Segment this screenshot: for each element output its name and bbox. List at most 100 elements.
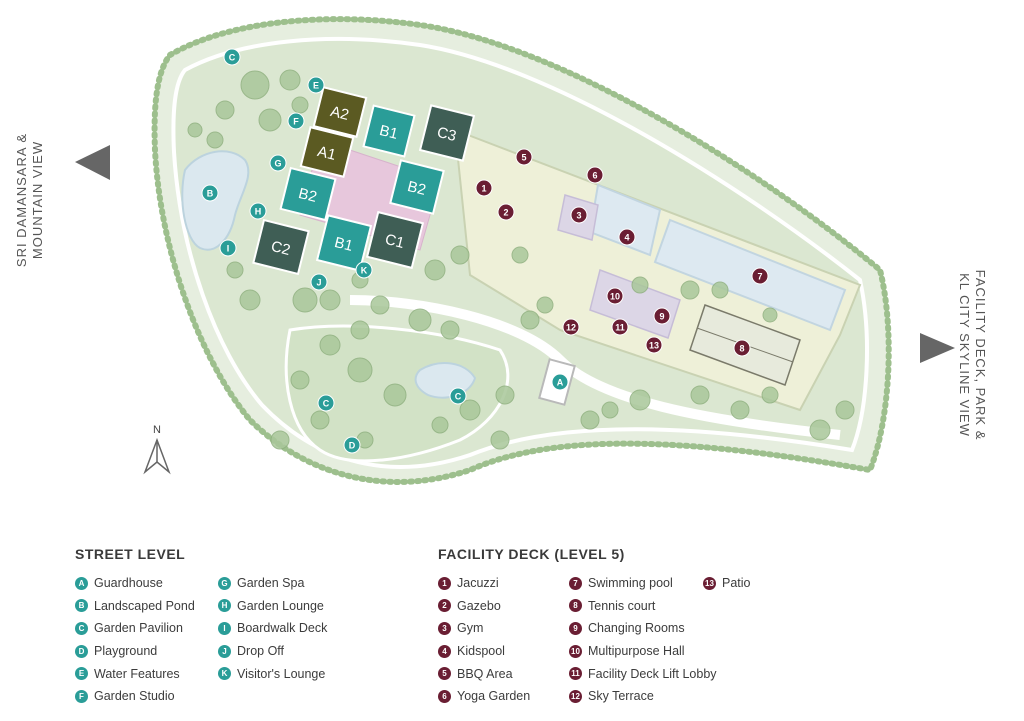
map-marker: G [269, 154, 287, 172]
legend-marker: E [75, 667, 88, 681]
tree [290, 370, 310, 390]
map-marker: D [343, 436, 361, 454]
map-marker-label: F [293, 117, 299, 127]
tree [291, 96, 309, 114]
swimming-pool [653, 218, 847, 332]
legend-label: Garden Spa [237, 576, 305, 591]
legend-label: Gazebo [457, 598, 501, 613]
map-marker: 7 [751, 267, 769, 285]
building-block: C1 [365, 210, 425, 270]
left-direction-line-1: SRI DAMANSARA & [14, 132, 29, 268]
tree [258, 108, 282, 132]
tree [490, 430, 510, 450]
tree [240, 70, 270, 100]
tree [762, 307, 778, 323]
tree [350, 320, 370, 340]
building-block-shape [252, 218, 310, 276]
tree [319, 289, 341, 311]
legend-label: Facility Deck Lift Lobby [588, 666, 717, 681]
map-marker-dot [570, 206, 588, 224]
map-marker-dot [562, 318, 580, 336]
tree-layer [187, 69, 855, 450]
tree [319, 334, 341, 356]
map-marker: 6 [586, 166, 604, 184]
legend-marker: 12 [569, 689, 582, 703]
tree [310, 410, 330, 430]
map-marker-dot [317, 394, 335, 412]
map-marker-dot [343, 436, 361, 454]
legend-marker: 11 [569, 667, 582, 681]
map-marker-label: 4 [624, 233, 629, 243]
map-marker: C [449, 387, 467, 405]
tree [279, 69, 301, 91]
map-marker-label: 2 [503, 208, 508, 218]
legend-marker: H [218, 599, 231, 613]
legend-marker: A [75, 576, 88, 590]
map-marker-label: G [274, 159, 281, 169]
building-block-label: C3 [435, 124, 458, 145]
legend-marker: 5 [438, 667, 451, 681]
tree [215, 100, 235, 120]
tree [580, 410, 600, 430]
facility-deck-title: FACILITY DECK (LEVEL 5) [438, 546, 625, 562]
legend-marker: C [75, 621, 88, 635]
legend-label: Guardhouse [94, 576, 163, 591]
map-marker: K [355, 261, 373, 279]
map-marker-label: 5 [521, 153, 526, 163]
map-marker-dot [618, 228, 636, 246]
legend-label: Yoga Garden [457, 689, 531, 704]
map-marker: C [317, 394, 335, 412]
map-marker: 13 [645, 336, 663, 354]
map-marker: 4 [618, 228, 636, 246]
map-marker-dot [551, 373, 569, 391]
building-block: B1 [362, 104, 416, 158]
map-marker: E [307, 76, 325, 94]
map-marker: H [249, 202, 267, 220]
building-block-shape [279, 166, 337, 222]
legend-item: 11 Facility Deck Lift Lobby [569, 662, 717, 685]
map-marker: 2 [497, 203, 515, 221]
legend-marker: 3 [438, 621, 451, 635]
legend-label: Drop Off [237, 644, 285, 659]
map-marker: 5 [515, 148, 533, 166]
right-direction-line-2: KL CITY SKYLINE VIEW [957, 273, 972, 437]
left-direction-arrow [75, 145, 110, 180]
map-marker: 1 [475, 179, 493, 197]
map-marker-label: 1 [481, 184, 486, 194]
map-marker-dot [310, 273, 328, 291]
map-marker-label: C [229, 53, 236, 63]
map-marker-label: B [207, 189, 214, 199]
map-marker: I [219, 239, 237, 257]
map-marker: 11 [611, 318, 629, 336]
legend-label: Playground [94, 644, 158, 659]
tree [370, 295, 390, 315]
building-block-shape [315, 214, 373, 272]
map-marker-dot [653, 307, 671, 325]
legend-marker: 10 [569, 644, 582, 658]
map-marker-label: J [316, 278, 321, 288]
map-marker: J [310, 273, 328, 291]
map-marker-label: 8 [739, 344, 744, 354]
building-block: C3 [418, 104, 476, 162]
legend-label: Visitor's Lounge [237, 666, 326, 681]
legend-marker: 8 [569, 599, 582, 613]
map-marker: 3 [570, 206, 588, 224]
map-marker-label: 6 [592, 171, 597, 181]
legend-label: Landscaped Pond [94, 598, 195, 613]
map-marker-dot [219, 239, 237, 257]
